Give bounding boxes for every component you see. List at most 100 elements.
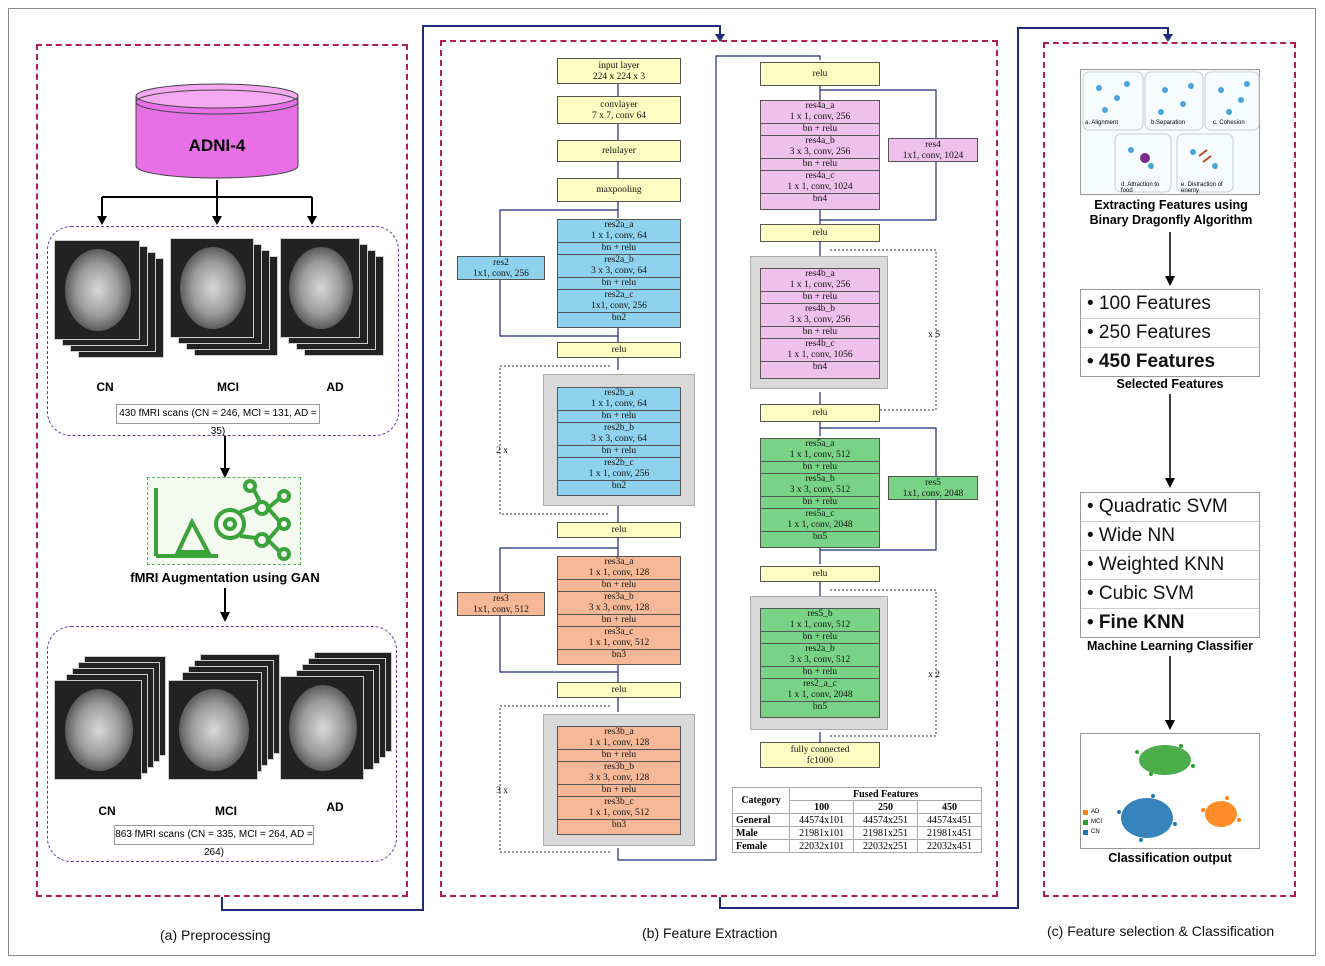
table-cell: General [731,813,791,827]
res3b-row-2: 1 x 1, conv, 128 [558,738,680,750]
res5a-row-8: 1 x 1, conv, 2048 [761,520,879,532]
input-layer-size: 224 x 224 x 3 [592,72,646,82]
input-layer-block: input layer 224 x 224 x 3 [557,58,681,84]
res2a-row-2: 1 x 1, conv, 64 [558,231,680,243]
res3b-row-6: bn + relu [558,785,680,797]
res5b-block: res5_b 1 x 1, conv, 512 bn + relu res2a_… [760,608,880,718]
gan-label: fMRI Augmentation using GAN [130,570,320,585]
dragonfly-title: Extracting Features using Binary Dragonf… [1089,198,1253,227]
res5-spec: 1x1, conv, 2048 [902,489,964,499]
res4b-row-9: bn4 [812,362,828,372]
table-cell: 21981x251 [853,826,919,840]
res5b-row-4: res2a_b [805,644,835,654]
database-label: ADNI-4 [188,136,246,155]
res5b-row-9: bn5 [812,702,828,712]
res4-title: res4 [925,140,941,150]
res3a-block: res3a_a 1 x 1, conv, 128 bn + relu res3a… [557,556,681,665]
legend-cn: CN [1091,829,1100,835]
res2a-row-9: bn2 [611,313,627,323]
res3a-row-3: bn + relu [558,580,680,592]
fc-title: fully connected [790,745,850,755]
feature-option-250: • 250 Features [1081,319,1259,348]
res4b-row-1: res4b_a [805,269,835,279]
classifier-title: Machine Learning Classifier [1086,639,1254,653]
res2b-row-6: bn + relu [558,446,680,458]
repeat-3x: 3 x [496,786,508,796]
res3-title: res3 [493,594,509,604]
df-label-cohesion: c. Cohesion [1213,120,1245,126]
res2b-row-3: bn + relu [558,411,680,423]
maxpooling-block: maxpooling [557,178,681,202]
selected-features-title: Selected Features [1116,377,1224,391]
table-col-250: 250 [853,800,919,814]
res3-shortcut-block: res3 1x1, conv, 512 [457,592,545,616]
res2-title: res2 [493,258,509,268]
res5b-row-1: res5_b [807,609,833,619]
res2b-row-8: 1 x 1, conv, 256 [558,469,680,481]
table-col-450: 450 [917,800,982,814]
res3-spec: 1x1, conv, 512 [473,605,529,615]
relu-block-1: relu [557,342,681,358]
classifier-fine-knn: • Fine KNN [1087,612,1185,633]
relu-block-2: relu [557,522,681,538]
repeat-2x: 2 x [496,446,508,456]
mci-label: MCI [217,380,239,394]
res2a-row-1: res2a_a [604,220,634,230]
res3b-row-7: res3b_c [604,797,634,807]
res5a-row-7: res5a_c [805,509,835,519]
res4b-row-7: res4b_c [805,339,835,349]
relu-block-6: relu [760,404,880,422]
relu-block-5: relu [760,224,880,242]
res4b-row-4: res4b_b [804,304,836,314]
res3b-row-3: bn + relu [558,750,680,762]
table-cell: 22032x451 [917,839,982,853]
scan-count-original: 430 fMRI scans (CN = 246, MCI = 131, AD … [116,404,320,437]
res2b-row-7: res2b_c [604,458,634,468]
res2a-block: res2a_a 1 x 1, conv, 64 bn + relu res2a_… [557,219,681,328]
res5a-row-3: bn + relu [761,462,879,474]
relu-block-3: relu [557,682,681,698]
relu-block-4: relu [760,62,880,86]
cn-label: CN [96,380,114,394]
classification-output-title: Classification output [1108,851,1232,865]
fc-spec: fc1000 [806,756,834,766]
convlayer-block: convlayer 7 x 7, conv 64 [557,96,681,124]
res4a-block: res4a_a 1 x 1, conv, 256 bn + relu res4a… [760,100,880,210]
arrow-to-features [1165,232,1175,286]
res2a-row-5: 3 x 3, conv, 64 [558,266,680,278]
res3a-row-9: bn3 [611,650,627,660]
res3b-block: res3b_a 1 x 1, conv, 128 bn + relu res3b… [557,726,681,835]
original-scans-group [47,226,399,436]
preprocessing-panel [36,44,408,897]
res2b-row-4: res2b_b [603,423,635,433]
input-layer-title: input layer [598,61,640,71]
df-label-distraction: e. Distraction of enemy [1181,182,1223,194]
classifier-weighted-knn: • Weighted KNN [1081,551,1259,580]
res5a-row-2: 1 x 1, conv, 512 [761,450,879,462]
table-cell: 44574x251 [853,813,919,827]
res5b-row-2: 1 x 1, conv, 512 [761,620,879,632]
res4b-row-8: 1 x 1, conv, 1056 [761,350,879,362]
feature-option-100: • 100 Features [1081,290,1259,319]
table-cell: 22032x101 [789,839,855,853]
df-label-alignment: a. Alignment [1085,120,1119,126]
fully-connected-block: fully connected fc1000 [760,742,880,768]
selected-features-list: • 100 Features • 250 Features • 450 Feat… [1080,289,1260,377]
scan-count-augmented: 863 fMRI scans (CN = 335, MCI = 264, AD … [114,825,314,858]
legend-mci: MCI [1091,819,1102,825]
res3a-row-8: 1 x 1, conv, 512 [558,638,680,650]
res3b-row-5: 3 x 3, conv, 128 [558,773,680,785]
res5a-row-1: res5a_a [805,439,835,449]
res5a-row-4: res5a_b [805,474,835,484]
resnet-connectors [499,55,937,861]
cn-aug-label: CN [98,804,116,818]
res3a-row-2: 1 x 1, conv, 128 [558,568,680,580]
table-header-fused: Fused Features [789,787,982,801]
res4-shortcut-block: res4 1x1, conv, 1024 [888,138,978,162]
res3b-row-1: res3b_a [604,727,634,737]
ad-aug-label: AD [326,800,344,814]
table-cell: 22032x251 [853,839,919,853]
repeat-x2: x 2 [928,670,940,680]
db-branch-arrows [97,180,317,225]
